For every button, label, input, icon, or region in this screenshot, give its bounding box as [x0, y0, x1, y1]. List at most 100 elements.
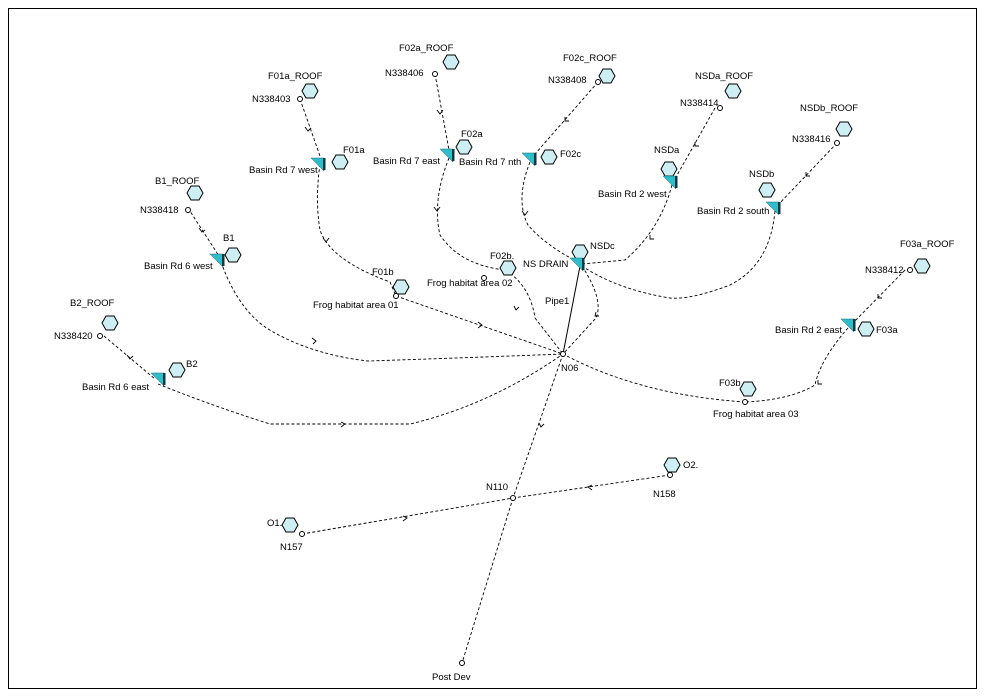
subcatchment-label: F03b [719, 378, 741, 389]
subcatchment-f03b[interactable]: F03b [719, 378, 757, 397]
link-ns-drain-dash[interactable] [562, 265, 599, 355]
node-n338406[interactable]: N338406 [385, 68, 438, 79]
link-n110-post-dev[interactable] [461, 497, 514, 664]
diagram-border [8, 8, 977, 689]
flow-arrow-icon [538, 422, 545, 428]
flow-arrow-icon [436, 109, 444, 115]
basin-rd6-west[interactable]: Basin Rd 6 west [144, 253, 225, 272]
subcatchment-b2[interactable]: B2 [168, 359, 198, 378]
link-f03a-roof[interactable] [851, 269, 906, 325]
subcatchment-label: F03a [876, 325, 898, 336]
subcatchment-f01b[interactable]: F01b [372, 267, 410, 295]
link-frog-02[interactable] [534, 317, 564, 355]
node-post-dev[interactable]: Post Dev [432, 660, 471, 684]
link-basin-rd2-west[interactable] [581, 184, 673, 265]
node-n06[interactable]: N06 [560, 351, 579, 375]
link-basin-rd7-west[interactable] [317, 163, 397, 297]
ns-drain[interactable]: NS DRAIN [523, 257, 585, 272]
subcatchment-f02c[interactable]: F02c [540, 149, 581, 165]
node-frog-habitat-02[interactable]: Frog habitat area 02 [427, 275, 513, 290]
basin-rd7-east[interactable]: Basin Rd 7 east [373, 148, 455, 167]
hexagon-icon [739, 381, 757, 397]
subcatchment-nsdb-roof[interactable]: NSDb_ROOF [800, 103, 858, 137]
link-pipe1[interactable] [562, 265, 581, 355]
link-n158-n110[interactable] [512, 474, 671, 499]
subcatchment-f03a-roof[interactable]: F03a_ROOF [900, 239, 955, 274]
node-n338416[interactable]: N338416 [792, 134, 840, 146]
subcatchment-f02a-roof[interactable]: F02a_ROOF [399, 43, 460, 70]
hexagon-icon [186, 185, 204, 201]
subcatchment-o1[interactable]: O1. [267, 517, 299, 533]
subcatchment-f01a-roof[interactable]: F01a_ROOF [268, 71, 323, 99]
node-label: N157 [280, 542, 303, 553]
subcatchment-f02c-roof[interactable]: F02c_ROOF [563, 53, 617, 84]
node-frog-habitat-03[interactable]: Frog habitat area 03 [713, 399, 799, 421]
subcatchment-label: F01a_ROOF [268, 71, 323, 82]
link-frog-03[interactable] [562, 353, 746, 403]
storage-wall-icon [323, 158, 326, 170]
hexagon-icon [571, 244, 589, 260]
hexagon-icon [663, 457, 681, 473]
flow-arrow-icon [126, 354, 134, 360]
hexagon-icon [281, 517, 299, 533]
basin-label: NS DRAIN [523, 259, 569, 270]
link-basin-rd2-south[interactable] [584, 210, 776, 299]
subcatchment-nsdb[interactable]: NSDb [749, 169, 776, 198]
link-basin-rd2-east[interactable] [744, 327, 849, 403]
node-n338418[interactable]: N338418 [140, 205, 191, 216]
link-nsdb-roof[interactable] [776, 142, 838, 207]
link-nsda-roof[interactable] [675, 107, 716, 178]
junction-icon [299, 531, 305, 537]
link-basin-rd7-nth[interactable] [521, 161, 579, 263]
basin-rd6-east[interactable]: Basin Rd 6 east [82, 372, 166, 393]
link-b2-roof[interactable] [103, 335, 156, 380]
subcatchment-label: F03a_ROOF [900, 239, 955, 250]
link-b1-roof[interactable] [187, 207, 220, 257]
subcatchment-b1-roof[interactable]: B1_ROOF [155, 176, 204, 201]
hexagon-icon [598, 68, 616, 84]
node-n338408[interactable]: N338408 [548, 75, 601, 86]
node-n158[interactable]: N158 [653, 472, 676, 501]
subcatchment-f02a[interactable]: F02a [455, 129, 483, 155]
link-n157-n110[interactable] [301, 497, 514, 535]
flow-arrow-icon [402, 515, 408, 522]
basin-rd2-west[interactable]: Basin Rd 2 west [598, 175, 678, 200]
subcatchment-label: O1. [267, 518, 282, 529]
hexagon-icon [857, 321, 875, 337]
subcatchment-label: F01b [372, 267, 394, 278]
flow-arrow-icon [322, 237, 330, 243]
node-n110[interactable]: N110 [486, 482, 516, 501]
basin-rd2-south[interactable]: Basin Rd 2 south [697, 201, 781, 217]
hexagon-icon [224, 247, 242, 263]
basin-label: Basin Rd 2 south [697, 206, 769, 217]
subcatchment-nsda-roof[interactable]: NSDa_ROOF [695, 71, 753, 99]
node-frog-habitat-01[interactable]: Frog habitat area 01 [313, 293, 399, 312]
subcatchment-f01a[interactable]: F01a [331, 145, 365, 170]
link-n06-n110[interactable] [512, 353, 564, 499]
subcatchment-f02b[interactable]: F02b. [490, 251, 517, 276]
subcatchment-f03a[interactable]: F03a [857, 321, 898, 337]
storage-wall-icon [222, 254, 225, 266]
subcatchment-b2-roof[interactable]: B2_ROOF [70, 298, 119, 331]
node-n338412[interactable]: N338412 [865, 265, 913, 276]
node-n338420[interactable]: N338420 [54, 331, 103, 342]
link-basin-rd6-west[interactable] [220, 261, 564, 362]
node-n338403[interactable]: N338403 [252, 94, 303, 105]
hexagon-icon [758, 182, 776, 198]
link-basin-rd7-east[interactable] [436, 157, 536, 319]
flow-arrow-icon [198, 227, 206, 233]
subcatchment-b1[interactable]: B1 [223, 233, 242, 263]
node-n157[interactable]: N157 [280, 531, 305, 554]
junction-icon [297, 96, 303, 102]
junction-icon [907, 267, 913, 273]
subcatchment-o2[interactable]: O2. [663, 457, 698, 473]
basin-rd7-west[interactable]: Basin Rd 7 west [249, 157, 326, 176]
basin-rd2-east[interactable]: Basin Rd 2 east [775, 318, 856, 336]
basin-label: Basin Rd 2 east [775, 325, 842, 336]
node-n338414[interactable]: N338414 [680, 98, 723, 111]
link-f02c-roof[interactable] [534, 81, 599, 155]
basin-rd7-nth[interactable]: Basin Rd 7 nth [459, 152, 537, 168]
link-basin-rd6-east[interactable] [157, 353, 564, 425]
link-frog-01[interactable] [395, 295, 564, 355]
